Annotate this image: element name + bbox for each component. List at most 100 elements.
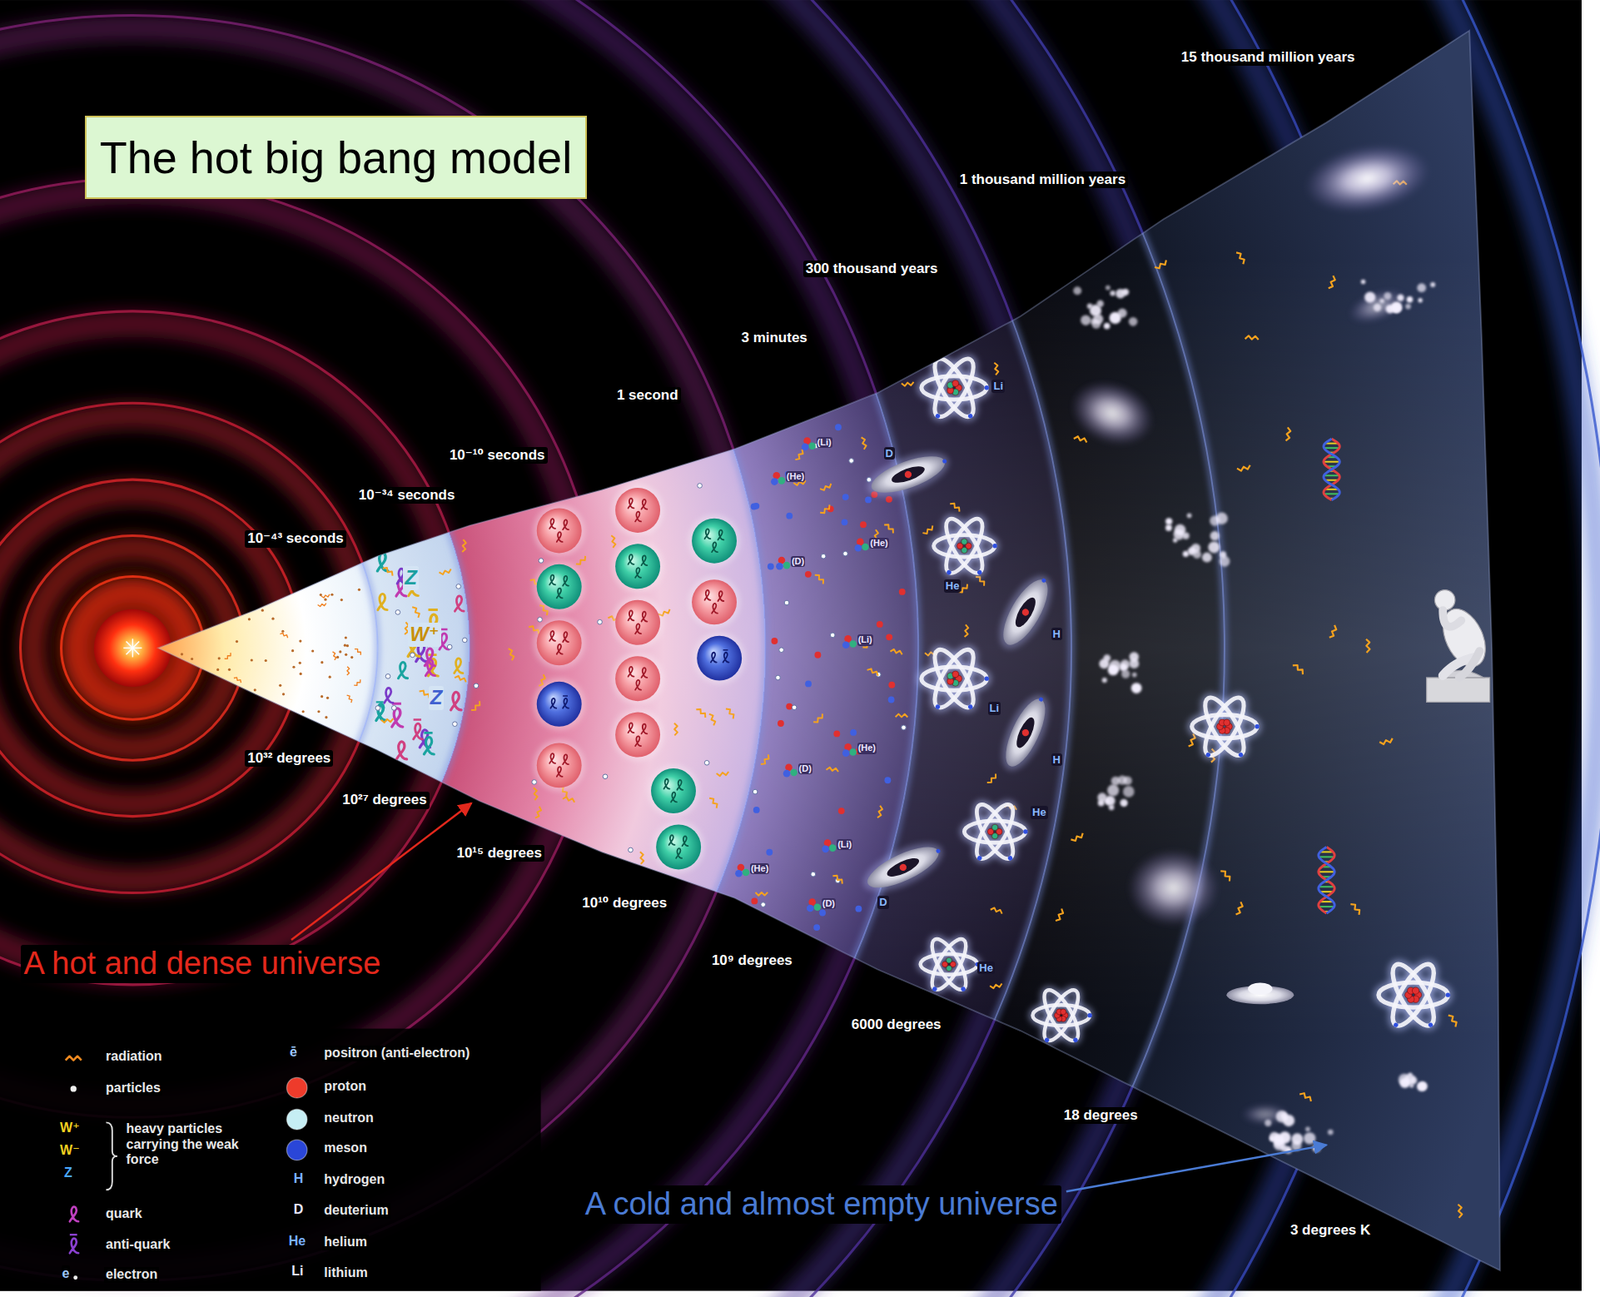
quark <box>628 498 635 509</box>
nucleon <box>737 864 746 872</box>
radiation-wave <box>535 806 542 820</box>
radiation-wave <box>382 566 395 577</box>
quark-stroke <box>641 611 648 622</box>
electron <box>628 847 634 853</box>
nucleon <box>952 670 960 678</box>
temperature-label: 10³² degrees <box>244 750 333 767</box>
nucleon <box>814 903 822 911</box>
particle-symbol: Z <box>402 566 419 591</box>
star-cloud <box>1165 524 1173 532</box>
nucleon <box>765 849 773 856</box>
particle <box>319 593 323 597</box>
orbit-glow <box>856 833 950 901</box>
orbit <box>925 934 973 994</box>
time-label: 10⁻³⁴ seconds <box>356 486 458 504</box>
electron <box>976 854 983 861</box>
nucleon <box>1020 728 1030 738</box>
era-boundary-glow <box>0 0 1072 1297</box>
nucleon <box>1020 607 1030 617</box>
nucleon <box>885 633 893 641</box>
nucleon <box>783 770 791 778</box>
electron <box>1205 751 1212 758</box>
particle <box>253 688 257 691</box>
anti-bar <box>562 695 568 697</box>
atom-label: D <box>884 447 895 461</box>
nucleon <box>778 477 786 485</box>
sphere-glow <box>611 484 663 536</box>
orbit <box>939 513 989 578</box>
quark-stroke <box>376 705 385 721</box>
orbit <box>1197 692 1252 761</box>
thinker-statue <box>1426 590 1495 703</box>
radiation-wave <box>813 713 825 725</box>
orbit-glow <box>992 688 1059 777</box>
electron <box>1087 1013 1092 1018</box>
quark <box>641 667 648 678</box>
leader-arrow <box>1066 1144 1327 1192</box>
dna-strand <box>1318 846 1335 914</box>
dna-rung <box>1318 855 1335 858</box>
legend-text: electron <box>104 1267 160 1282</box>
electron <box>934 412 941 419</box>
atom-label: He <box>944 579 962 593</box>
radiation-wave <box>1073 435 1089 443</box>
radiation-wave <box>1350 902 1362 915</box>
radiation-wave <box>1236 901 1245 916</box>
nucleon <box>829 844 837 852</box>
galaxy <box>1343 282 1412 330</box>
star-cloud <box>1280 1112 1287 1119</box>
quark <box>635 735 641 746</box>
electron <box>462 637 468 643</box>
quark <box>705 590 711 601</box>
quark-stroke <box>562 698 569 709</box>
quark-stroke <box>628 498 635 509</box>
radiation-wave <box>347 694 353 703</box>
particle <box>298 661 302 665</box>
nucleon <box>752 502 760 510</box>
galaxy-cluster <box>1097 775 1134 811</box>
quark <box>562 519 569 530</box>
nucleus-label: (Li) <box>857 634 874 646</box>
atom <box>856 833 950 901</box>
era-boundary <box>0 0 1225 1297</box>
electron <box>538 558 544 564</box>
particle <box>320 660 323 664</box>
quark-stroke <box>717 591 724 602</box>
quark <box>635 511 641 522</box>
proton-sphere <box>611 653 663 705</box>
anti-quark <box>423 732 434 755</box>
nucleon <box>961 538 968 545</box>
radiation-wave <box>760 754 771 766</box>
nucleon <box>841 518 849 526</box>
sphere-body <box>536 620 582 666</box>
quark <box>376 703 387 721</box>
quark <box>711 603 718 614</box>
orbit-glow <box>861 443 955 506</box>
nucleon <box>753 806 761 814</box>
quark-stroke <box>705 528 711 539</box>
radiation-wave <box>1070 833 1084 843</box>
nucleus-label: (D) <box>790 556 805 567</box>
cone-contents <box>0 0 1495 1297</box>
atom <box>963 800 1028 865</box>
legend-panel <box>0 1028 542 1292</box>
particle <box>338 650 342 653</box>
sphere-glow <box>533 617 585 669</box>
particle <box>344 636 348 639</box>
electron <box>784 600 790 606</box>
orbit-glow <box>1385 959 1442 1032</box>
star-cloud <box>1406 296 1414 304</box>
radiation-wave <box>471 700 482 712</box>
orbit-glow <box>920 954 979 975</box>
radiation-wave <box>901 382 915 387</box>
nucleon <box>842 749 850 757</box>
quark-stroke <box>425 659 435 676</box>
star-cloud <box>1107 784 1119 796</box>
radiation-wave <box>1220 869 1233 882</box>
radiation-wave <box>989 983 1003 989</box>
orbit-glow <box>1378 982 1448 1008</box>
quark <box>556 766 563 777</box>
electron-sample <box>73 1275 78 1280</box>
